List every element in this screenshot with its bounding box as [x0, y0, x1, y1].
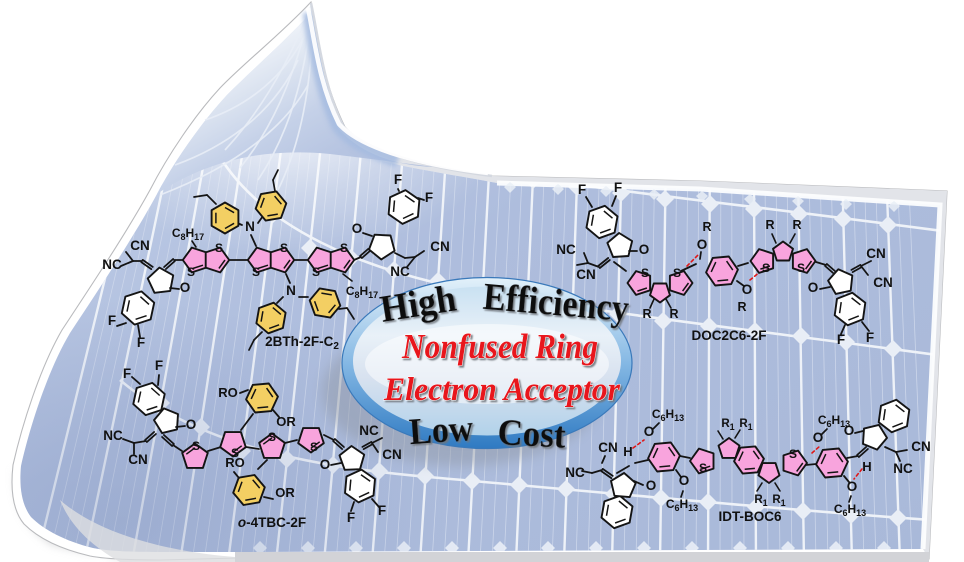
svg-text:S: S: [699, 461, 707, 475]
svg-text:S: S: [192, 439, 200, 453]
svg-text:S: S: [762, 261, 770, 275]
svg-text:O: O: [813, 430, 824, 445]
svg-text:CN: CN: [598, 440, 618, 455]
svg-text:H: H: [862, 459, 871, 474]
svg-text:CN: CN: [911, 439, 931, 454]
svg-text:CN: CN: [130, 238, 150, 253]
svg-text:Cost: Cost: [497, 412, 568, 457]
svg-text:O: O: [742, 282, 753, 297]
svg-text:NC: NC: [390, 264, 410, 279]
svg-text:CN: CN: [382, 447, 402, 462]
svg-text:NC: NC: [102, 257, 122, 272]
svg-text:OR: OR: [275, 485, 295, 500]
svg-text:F: F: [155, 358, 163, 373]
svg-text:RO: RO: [225, 455, 245, 470]
svg-text:O: O: [352, 221, 363, 236]
svg-text:NC: NC: [103, 428, 123, 443]
svg-text:R: R: [669, 307, 678, 321]
svg-text:O: O: [644, 424, 655, 439]
svg-text:O: O: [180, 280, 191, 295]
svg-text:O: O: [186, 417, 197, 432]
svg-text:OR: OR: [276, 414, 296, 429]
svg-text:S: S: [268, 430, 276, 444]
svg-text:R1: R1: [721, 418, 734, 432]
svg-text:S: S: [789, 447, 797, 461]
svg-text:O: O: [679, 473, 690, 488]
svg-text:F: F: [614, 180, 622, 195]
svg-text:F: F: [378, 503, 386, 518]
svg-text:NC: NC: [556, 242, 576, 257]
svg-text:CN: CN: [866, 246, 886, 261]
svg-text:S: S: [340, 241, 348, 255]
svg-text:F: F: [425, 190, 433, 205]
svg-text:S: S: [797, 261, 805, 275]
svg-text:Nonfused Ring: Nonfused Ring: [401, 327, 598, 366]
svg-text:RO: RO: [218, 385, 238, 400]
svg-text:O: O: [808, 280, 819, 295]
svg-text:o-4TBC-2F: o-4TBC-2F: [238, 515, 306, 530]
svg-text:DOC2C6-2F: DOC2C6-2F: [691, 328, 766, 343]
svg-text:F: F: [578, 182, 586, 197]
svg-text:F: F: [108, 313, 116, 328]
svg-text:Electron Acceptor: Electron Acceptor: [383, 372, 621, 408]
svg-text:F: F: [394, 172, 402, 187]
svg-text:R: R: [642, 307, 651, 321]
svg-text:S: S: [215, 241, 223, 255]
svg-text:IDT-BOC6: IDT-BOC6: [718, 509, 781, 524]
svg-text:NC: NC: [893, 461, 913, 476]
svg-text:O: O: [697, 237, 708, 252]
svg-text:S: S: [280, 241, 288, 255]
svg-text:F: F: [347, 510, 355, 525]
svg-text:N: N: [286, 283, 296, 298]
svg-text:F: F: [137, 335, 145, 350]
svg-text:F: F: [837, 332, 845, 347]
svg-text:R: R: [765, 218, 774, 232]
svg-text:CN: CN: [576, 267, 596, 282]
svg-text:O: O: [320, 457, 331, 472]
svg-text:O: O: [844, 423, 855, 438]
svg-text:S: S: [231, 446, 239, 460]
svg-text:2BTh-2F-C2: 2BTh-2F-C2: [265, 334, 339, 352]
svg-text:R: R: [702, 220, 711, 234]
svg-text:R1: R1: [754, 494, 767, 508]
svg-text:R: R: [737, 300, 746, 314]
svg-text:NC: NC: [565, 465, 585, 480]
svg-text:F: F: [866, 330, 874, 345]
svg-text:NC: NC: [359, 423, 379, 438]
svg-text:S: S: [673, 266, 681, 280]
svg-text:S: S: [310, 440, 318, 454]
svg-text:CN: CN: [430, 239, 450, 254]
svg-text:CN: CN: [128, 452, 148, 467]
svg-text:S: S: [312, 265, 320, 279]
svg-text:R: R: [792, 218, 801, 232]
svg-text:CN: CN: [873, 275, 893, 290]
svg-text:Low: Low: [408, 408, 475, 453]
svg-text:S: S: [252, 265, 260, 279]
svg-text:F: F: [123, 366, 131, 381]
svg-text:S: S: [641, 266, 649, 280]
svg-text:O: O: [646, 478, 657, 493]
svg-text:O: O: [847, 479, 858, 494]
svg-text:O: O: [639, 242, 650, 257]
svg-text:R1: R1: [772, 494, 785, 508]
svg-text:R1: R1: [739, 418, 752, 432]
svg-text:N: N: [245, 219, 255, 234]
svg-text:S: S: [187, 265, 195, 279]
svg-text:H: H: [623, 444, 632, 459]
